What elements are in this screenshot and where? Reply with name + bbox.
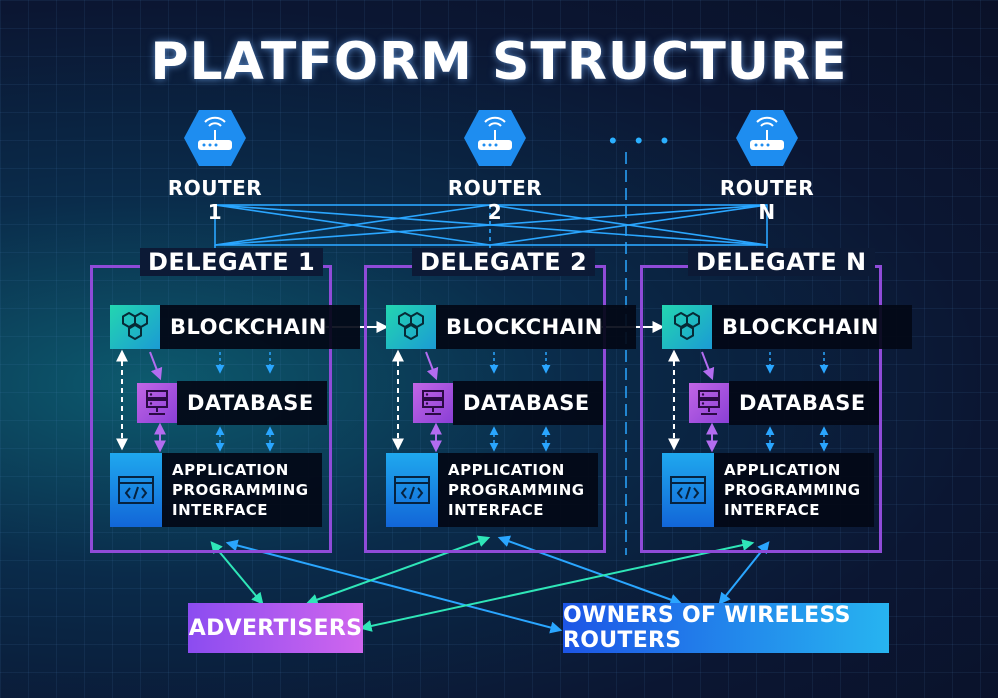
blockchain-label: BLOCKCHAIN (436, 305, 636, 349)
delegate-2-arrows (392, 349, 551, 453)
api-module: APPLICATION PROGRAMMING INTERFACE (662, 453, 874, 527)
api-label: APPLICATION PROGRAMMING INTERFACE (714, 453, 874, 527)
code-window-icon (662, 453, 714, 527)
wifi-router-icon (734, 108, 800, 168)
owners-box: OWNERS OF WIRELESS ROUTERS (563, 603, 889, 653)
blockchain-module: BLOCKCHAIN (386, 305, 636, 349)
blockchain-hexagon-icon (662, 305, 712, 349)
api-label: APPLICATION PROGRAMMING INTERFACE (438, 453, 598, 527)
database-module: DATABASE (413, 381, 603, 425)
router-2: ROUTER 2 (440, 108, 550, 224)
code-window-icon (386, 453, 438, 527)
api-label: APPLICATION PROGRAMMING INTERFACE (162, 453, 322, 527)
delegate-2-title: DELEGATE 2 (412, 248, 596, 276)
server-icon (413, 383, 453, 423)
wifi-router-icon (462, 108, 528, 168)
code-window-icon (110, 453, 162, 527)
database-label: DATABASE (729, 381, 879, 425)
database-label: DATABASE (453, 381, 603, 425)
delegate-1-arrows (116, 349, 275, 453)
api-module: APPLICATION PROGRAMMING INTERFACE (386, 453, 598, 527)
database-module: DATABASE (137, 381, 327, 425)
blockchain-hexagon-icon (386, 305, 436, 349)
advertisers-box: ADVERTISERS (188, 603, 363, 653)
api-module: APPLICATION PROGRAMMING INTERFACE (110, 453, 322, 527)
router-label: ROUTER N (719, 176, 815, 224)
database-module: DATABASE (689, 381, 879, 425)
database-label: DATABASE (177, 381, 327, 425)
router-label: ROUTER 1 (167, 176, 263, 224)
blockchain-label: BLOCKCHAIN (712, 305, 912, 349)
blockchain-label: BLOCKCHAIN (160, 305, 360, 349)
router-n: ROUTER N (712, 108, 822, 224)
more-routers-ellipsis: • • • (609, 128, 675, 153)
server-icon (689, 383, 729, 423)
delegate-1-title: DELEGATE 1 (140, 248, 324, 276)
blockchain-module: BLOCKCHAIN (110, 305, 360, 349)
client-arrows (210, 535, 770, 634)
delegate-n-title: DELEGATE N (688, 248, 875, 276)
wifi-router-icon (182, 108, 248, 168)
page-title: PLATFORM STRUCTURE (150, 32, 848, 92)
router-label: ROUTER 2 (447, 176, 543, 224)
blockchain-hexagon-icon (110, 305, 160, 349)
router-1: ROUTER 1 (160, 108, 270, 224)
server-icon (137, 383, 177, 423)
blockchain-module: BLOCKCHAIN (662, 305, 912, 349)
delegate-n-arrows (668, 349, 829, 453)
